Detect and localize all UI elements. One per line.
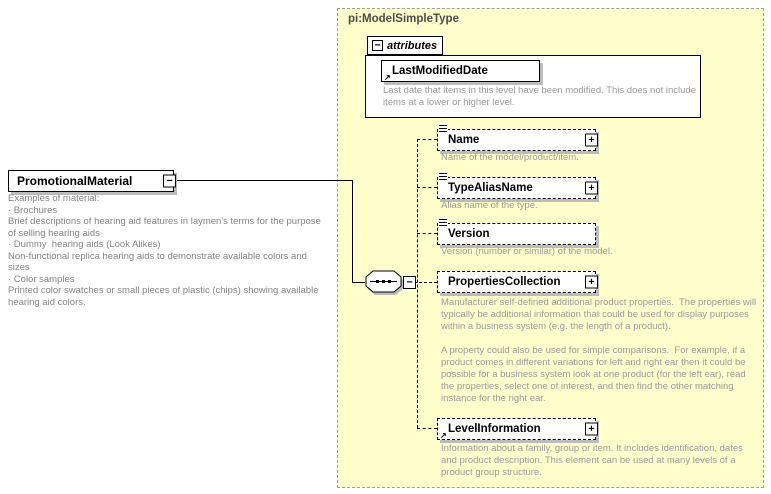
reference-arrow-icon: ↗ — [384, 73, 391, 82]
element-levelinformation[interactable]: ↗ LevelInformation + — [437, 418, 598, 440]
element-name[interactable]: Name + — [437, 125, 598, 151]
attribute-description: Last date that items in this level have … — [383, 85, 696, 108]
connector-stub-dashed — [417, 233, 437, 234]
connector-line — [352, 180, 353, 282]
expand-icon[interactable]: + — [585, 133, 598, 147]
element-name-label: PromotionalMaterial — [17, 174, 133, 188]
element-description: Manufacturer self-defined additional pro… — [441, 297, 757, 404]
element-name-label: LevelInformation — [448, 423, 541, 435]
expand-icon[interactable]: + — [585, 422, 598, 436]
element-description: Name of the model/product/item. — [441, 152, 579, 163]
element-propertiescollection[interactable]: PropertiesCollection + — [437, 271, 598, 293]
element-promotionalmaterial[interactable]: PromotionalMaterial − — [8, 170, 176, 192]
collapse-icon[interactable]: − — [163, 174, 176, 188]
annotation-lines-icon — [439, 219, 447, 227]
element-name-label: PropertiesCollection — [448, 276, 561, 288]
expand-icon[interactable]: + — [585, 275, 598, 289]
element-description: Alias name of the type. — [441, 200, 538, 211]
element-description: Information about a family, group or ite… — [441, 443, 743, 478]
connector-stub-dashed — [417, 187, 437, 188]
connector-line-dashed — [417, 139, 418, 428]
element-version[interactable]: Version — [437, 219, 596, 245]
element-name-label: Name — [448, 134, 480, 146]
sequence-collapse-icon[interactable]: − — [403, 276, 416, 289]
annotation-lines-icon — [439, 173, 447, 181]
connector-line — [352, 282, 365, 283]
expand-icon[interactable]: + — [585, 181, 598, 195]
attributes-label: attributes — [387, 39, 438, 52]
connector-stub-dashed — [417, 428, 437, 429]
element-typealiasname[interactable]: TypeAliasName + — [437, 173, 598, 199]
connector-line — [172, 180, 352, 181]
attribute-name-label: LastModifiedDate — [392, 65, 488, 77]
element-annotation: Examples of material: · Brochures Brief … — [8, 193, 321, 308]
connector-stub-dashed — [414, 282, 437, 283]
sequence-icon[interactable] — [363, 269, 405, 297]
attribute-lastmodifieddate[interactable]: ↗ LastModifiedDate — [381, 60, 540, 82]
element-description: Version (number or similar) of the model… — [441, 246, 613, 257]
element-name-label: TypeAliasName — [448, 182, 533, 194]
collapse-icon[interactable]: − — [372, 40, 383, 51]
element-name-label: Version — [448, 228, 490, 240]
annotation-lines-icon — [439, 125, 447, 133]
attributes-tab[interactable]: − attributes — [367, 36, 443, 55]
type-name-label: pi:ModelSimpleType — [348, 13, 459, 25]
reference-arrow-icon: ↗ — [440, 431, 447, 440]
connector-stub-dashed — [417, 139, 437, 140]
